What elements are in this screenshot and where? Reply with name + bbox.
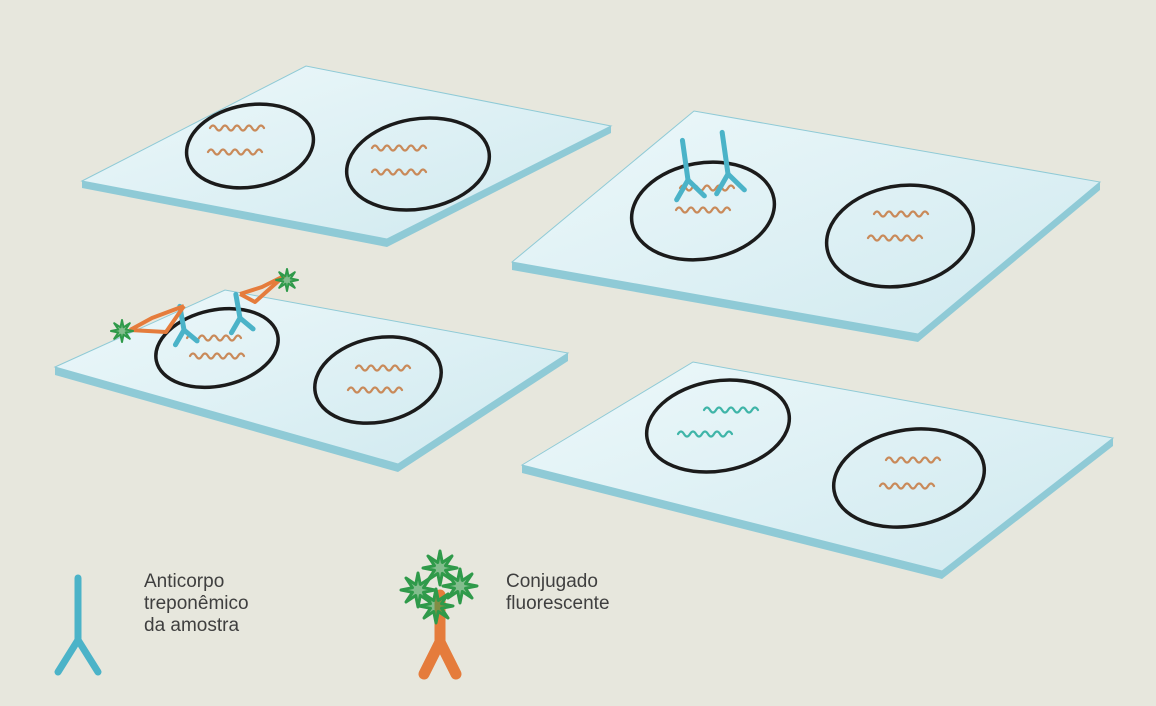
treponema	[370, 144, 428, 152]
fluorophore-star	[421, 549, 459, 587]
fluorophore-icon	[421, 549, 459, 587]
treponema	[354, 364, 412, 372]
legend-antibody-icon	[54, 574, 102, 676]
slide-2	[510, 110, 1102, 342]
legend-conjugate-label: Conjugado fluorescente	[506, 571, 610, 615]
well-right	[831, 427, 987, 529]
well-left	[184, 102, 316, 190]
slide-surface	[510, 110, 1102, 335]
treponema	[878, 482, 936, 490]
fluorophore-star	[110, 319, 134, 343]
treponema	[346, 386, 404, 394]
treponema	[884, 456, 942, 464]
slide-1	[80, 65, 613, 247]
treponema	[674, 206, 732, 214]
conjugate-1	[110, 304, 186, 343]
legend-line: da amostra	[144, 615, 240, 636]
treponema-fluorescent	[676, 430, 734, 438]
slide-3	[53, 268, 570, 472]
slide-edge	[82, 126, 611, 247]
antibody-icon	[714, 129, 747, 197]
legend-line: treponêmico	[144, 593, 249, 614]
legend-line: fluorescente	[506, 593, 610, 614]
fluorophore-core	[429, 557, 451, 579]
treponema	[866, 234, 924, 242]
legend-line: Anticorpo	[144, 571, 225, 592]
conjugate-arm	[129, 304, 186, 334]
treponema	[206, 148, 264, 156]
well-left	[644, 378, 792, 474]
fluorophore-star	[441, 567, 479, 605]
treponema	[370, 168, 428, 176]
treponema	[678, 184, 736, 192]
fluorophore-star	[275, 268, 299, 292]
slide-surface	[80, 65, 613, 240]
conjugate-arm	[239, 274, 286, 304]
fluorophore-icon	[110, 319, 134, 343]
conjugate-arm	[129, 304, 185, 332]
well-right	[344, 116, 492, 212]
fluorophore-core	[115, 324, 129, 338]
treponema	[208, 124, 266, 132]
legend-conjugate-icon	[399, 549, 479, 680]
treponema	[872, 210, 930, 218]
fluorophore-core	[425, 595, 447, 617]
well-left	[154, 306, 280, 390]
treponema-fluorescent	[702, 406, 760, 414]
fluorophore-icon	[441, 567, 479, 605]
treponema	[188, 352, 246, 360]
fluorophore-icon	[417, 587, 455, 625]
well-right	[313, 335, 443, 425]
well-right	[824, 183, 976, 289]
fluorophore-core	[280, 273, 294, 287]
legend-line: Conjugado	[506, 571, 598, 592]
well-left	[629, 160, 777, 262]
conjugate-2	[239, 268, 299, 304]
antibody-icon	[228, 291, 256, 336]
antibody-icon	[54, 574, 102, 676]
fluorophore-star	[417, 587, 455, 625]
slide-surface	[520, 361, 1115, 572]
legend-antibody-label: Anticorpo treponêmico da amostra	[144, 571, 249, 637]
slide-4	[520, 361, 1115, 579]
antibody-icon	[674, 137, 707, 203]
fluorophore-icon	[275, 268, 299, 292]
slide-edge	[55, 353, 568, 472]
fluorophore-core	[449, 575, 471, 597]
